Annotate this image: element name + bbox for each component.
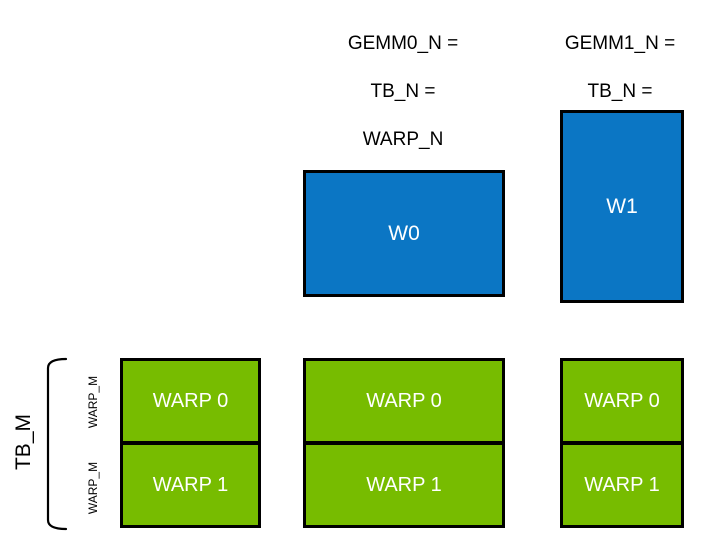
caption-gemm0-line3: WARP_N xyxy=(362,129,444,150)
warp-cell-1-label: WARP 1 xyxy=(584,474,660,496)
caption-gemm0-line2: TB_N = xyxy=(370,81,436,102)
warp-cell-0-label: WARP 0 xyxy=(152,390,229,412)
warp-tile-w1[interactable]: W1 xyxy=(560,110,684,303)
tb-m-brace-shape xyxy=(46,357,68,531)
warp-cell-0-label: WARP 0 xyxy=(366,390,442,412)
warp-cell-0[interactable]: WARP 0 xyxy=(563,361,681,441)
warp-tile-w0-label: W0 xyxy=(388,222,420,245)
caption-gemm1-line2: TB_N = xyxy=(587,81,653,102)
warp-cell-1[interactable]: WARP 1 xyxy=(563,441,681,525)
caption-gemm0: GEMM0_N = TB_N = WARP_N xyxy=(333,8,473,176)
warp-cell-1[interactable]: WARP 1 xyxy=(123,441,258,525)
warp-cell-1-label: WARP 1 xyxy=(366,474,442,496)
warp-tile-w0[interactable]: W0 xyxy=(303,170,505,297)
tb-m-brace xyxy=(40,356,68,532)
warp-cell-0-label: WARP 0 xyxy=(584,390,660,412)
warp-tile-w1-label: W1 xyxy=(606,195,638,218)
warp-cell-0[interactable]: WARP 0 xyxy=(306,361,502,441)
threadblock-column-middle[interactable]: WARP 0 WARP 1 xyxy=(303,358,505,528)
warp-cell-0[interactable]: WARP 0 xyxy=(123,361,258,441)
threadblock-column-left[interactable]: WARP 0 WARP 1 xyxy=(120,358,261,528)
axis-label-tb-m: TB_M xyxy=(12,414,35,471)
axis-label-warp-m-upper: WARP_M xyxy=(86,375,100,429)
warp-cell-1[interactable]: WARP 1 xyxy=(306,441,502,525)
caption-gemm1-line1: GEMM1_N = xyxy=(564,33,676,54)
threadblock-column-right[interactable]: WARP 0 WARP 1 xyxy=(560,358,684,528)
warp-cell-1-label: WARP 1 xyxy=(152,474,229,496)
caption-gemm0-line1: GEMM0_N = xyxy=(347,33,459,54)
axis-label-warp-m-lower: WARP_M xyxy=(86,461,100,515)
